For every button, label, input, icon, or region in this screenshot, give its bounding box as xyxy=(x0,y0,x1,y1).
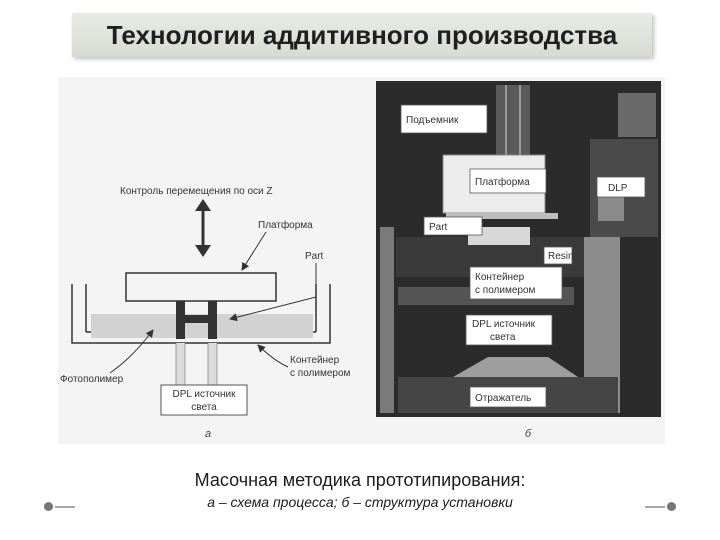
lift-column xyxy=(496,85,530,167)
label-photo-platform: Платформа xyxy=(475,176,530,188)
label-box-dlp xyxy=(596,176,646,198)
caption-sub: а – схема процесса; б – структура устано… xyxy=(207,494,513,510)
leader-part xyxy=(229,263,317,322)
label-photo-dpl-line2: света xyxy=(490,332,516,343)
label-box-container xyxy=(469,266,563,300)
decor-dot-left xyxy=(44,502,53,511)
label-part: Part xyxy=(305,251,324,262)
label-dpl-line2: света xyxy=(191,402,217,413)
label-dpl-line1: DPL источник xyxy=(173,389,237,400)
label-container-line2: с полимером xyxy=(290,368,351,379)
dlp-lens xyxy=(598,195,624,221)
label-box-reflector xyxy=(469,386,547,408)
label-container-line1: Контейнер xyxy=(290,355,340,366)
z-arrow-up-icon xyxy=(195,199,211,211)
reflector-mirror xyxy=(453,357,578,377)
label-box-resin xyxy=(543,246,573,265)
photo-part xyxy=(468,227,530,245)
label-photo-dpl-line1: DPL источник xyxy=(472,319,536,330)
label-box-lift xyxy=(400,104,488,134)
figure-panel: Контроль перемещения по оси Z DPL источ xyxy=(58,77,665,444)
part-crossbar xyxy=(176,315,217,323)
label-box-dpl xyxy=(465,314,553,346)
leader-photopolymer xyxy=(109,329,154,374)
caption-main: Масочная методика прототипирования: xyxy=(194,470,526,490)
label-platform: Платформа xyxy=(258,219,313,231)
decor-line-right xyxy=(645,506,665,508)
leader-container xyxy=(257,344,289,368)
label-dlp: DLP xyxy=(608,183,628,194)
label-z-control: Контроль перемещения по оси Z xyxy=(120,186,273,197)
label-photopolymer: Фотополимер xyxy=(60,374,124,385)
panel-letter-a: а xyxy=(205,428,211,440)
dpl-source-box xyxy=(160,384,248,416)
label-box-platform xyxy=(469,168,547,194)
label-reflector: Отражатель xyxy=(475,393,531,404)
photo-platform-edge xyxy=(446,213,558,219)
light-beam-left xyxy=(176,343,185,385)
leader-platform xyxy=(241,231,267,271)
title-box: Технологии аддитивного производства xyxy=(72,13,652,57)
decor-dot-right xyxy=(667,502,676,511)
platform-block xyxy=(125,272,277,302)
label-box-part xyxy=(423,216,483,236)
label-lift: Подъемник xyxy=(406,115,459,126)
label-resin: Resin xyxy=(548,251,574,262)
slide-title: Технологии аддитивного производства xyxy=(106,19,618,50)
frame-post-left xyxy=(380,227,394,413)
label-photo-part: Part xyxy=(429,222,448,233)
label-photo-container-line2: с полимером xyxy=(475,285,536,296)
photo-b: Подъемник Платформа DLP Part Resin Конте… xyxy=(376,81,661,440)
panel-letter-b: б xyxy=(525,428,532,440)
dlp-top-unit xyxy=(618,93,656,137)
container-walls xyxy=(71,284,331,344)
label-photo-container-line1: Контейнер xyxy=(475,272,525,283)
z-arrow-down-icon xyxy=(195,245,211,257)
figure-svg: Контроль перемещения по оси Z DPL источ xyxy=(60,81,661,440)
diagram-a: Контроль перемещения по оси Z DPL источ xyxy=(60,186,351,440)
light-beam-right xyxy=(208,343,217,385)
decor-line-left xyxy=(55,506,75,508)
